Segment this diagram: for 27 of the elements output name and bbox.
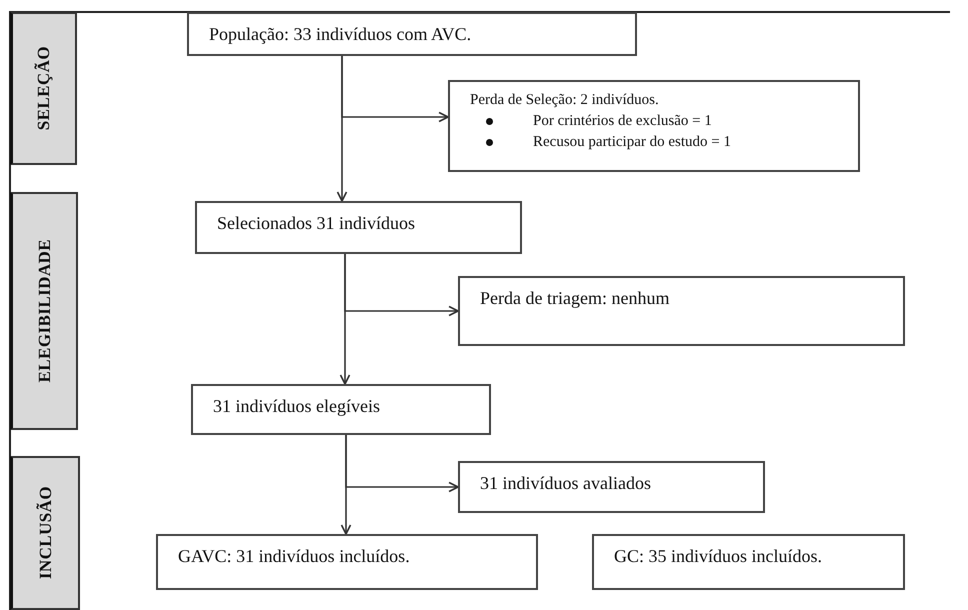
box-text: Selecionados 31 indivíduos <box>217 212 416 235</box>
box-text: GAVC: 31 indivíduos incluídos. <box>178 545 411 568</box>
process-box <box>187 12 637 56</box>
process-box <box>156 534 538 590</box>
bullet-text: Por crintérios de exclusão = 1 <box>533 112 712 131</box>
arrow <box>344 254 459 316</box>
stage-band <box>10 192 78 430</box>
process-box <box>195 201 522 254</box>
box-text: 31 indivíduos avaliados <box>480 472 652 495</box>
process-box <box>448 80 860 172</box>
box-text: Perda de triagem: nenhum <box>480 287 670 310</box>
process-box <box>592 534 905 590</box>
bullet-text: Recusou participar do estudo = 1 <box>533 133 731 152</box>
process-box <box>458 276 905 346</box>
box-text: GC: 35 indivíduos incluídos. <box>614 545 824 568</box>
stage-label: SELEÇÃO <box>33 46 54 131</box>
box-heading: Perda de Seleção: 2 indivíduos. <box>470 91 660 110</box>
stage-label: ELEGIBILIDADE <box>34 239 55 383</box>
box-text: 31 indivíduos elegíveis <box>213 395 381 418</box>
arrow <box>341 56 449 122</box>
box-text: População: 33 indivíduos com AVC. <box>209 23 472 46</box>
stage-band <box>10 456 80 610</box>
stage-band <box>10 12 77 165</box>
process-box <box>191 384 491 435</box>
stage-label: INCLUSÃO <box>34 486 56 580</box>
arrow <box>345 435 459 492</box>
process-box <box>458 461 765 513</box>
